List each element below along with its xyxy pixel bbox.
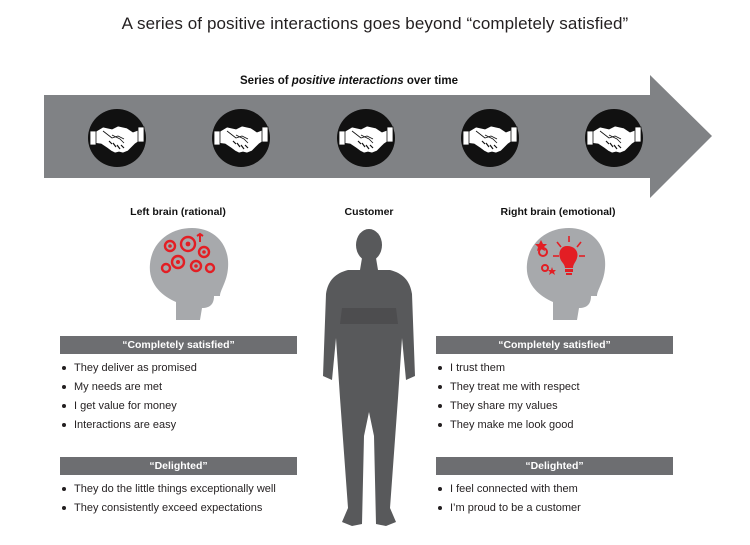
right-brain-label: Right brain (emotional) (500, 206, 616, 218)
right-satisfied-list: I trust them They treat me with respect … (436, 360, 580, 436)
arrow-caption-prefix: Series of (240, 75, 292, 87)
list-item: They share my values (436, 398, 580, 417)
list-item: They do the little things exceptionally … (60, 481, 276, 500)
list-item: I get value for money (60, 398, 197, 417)
list-item: They treat me with respect (436, 379, 580, 398)
list-item: They consistently exceed expectations (60, 500, 276, 519)
customer-label: Customer (344, 206, 394, 218)
handshake-icon (585, 109, 643, 167)
businessman-silhouette-icon (323, 229, 415, 526)
left-delighted-header: “Delighted” (60, 457, 297, 475)
list-item: Interactions are easy (60, 417, 197, 436)
list-item: They deliver as promised (60, 360, 197, 379)
list-item: I trust them (436, 360, 580, 379)
handshake-icon (461, 109, 519, 167)
lightbulb-head-icon (515, 222, 615, 324)
right-completely-satisfied-header: “Completely satisfied” (436, 336, 673, 354)
list-item: I’m proud to be a customer (436, 500, 581, 519)
left-completely-satisfied-header: “Completely satisfied” (60, 336, 297, 354)
diagram-title: A series of positive interactions goes b… (121, 14, 629, 33)
left-delighted-list: They do the little things exceptionally … (60, 481, 276, 519)
arrow-caption: Series of positive interactions over tim… (44, 75, 654, 87)
list-item: I feel connected with them (436, 481, 581, 500)
arrow-caption-suffix: over time (403, 75, 458, 87)
right-delighted-list: I feel connected with them I’m proud to … (436, 481, 581, 519)
list-item: They make me look good (436, 417, 580, 436)
handshake-icon (212, 109, 270, 167)
left-brain-label: Left brain (rational) (130, 206, 226, 218)
handshake-icon (88, 109, 146, 167)
list-item: My needs are met (60, 379, 197, 398)
arrow-caption-emphasis: positive interactions (291, 75, 404, 87)
right-delighted-header: “Delighted” (436, 457, 673, 475)
gears-head-icon (138, 222, 238, 324)
handshake-icon (337, 109, 395, 167)
left-satisfied-list: They deliver as promised My needs are me… (60, 360, 197, 436)
